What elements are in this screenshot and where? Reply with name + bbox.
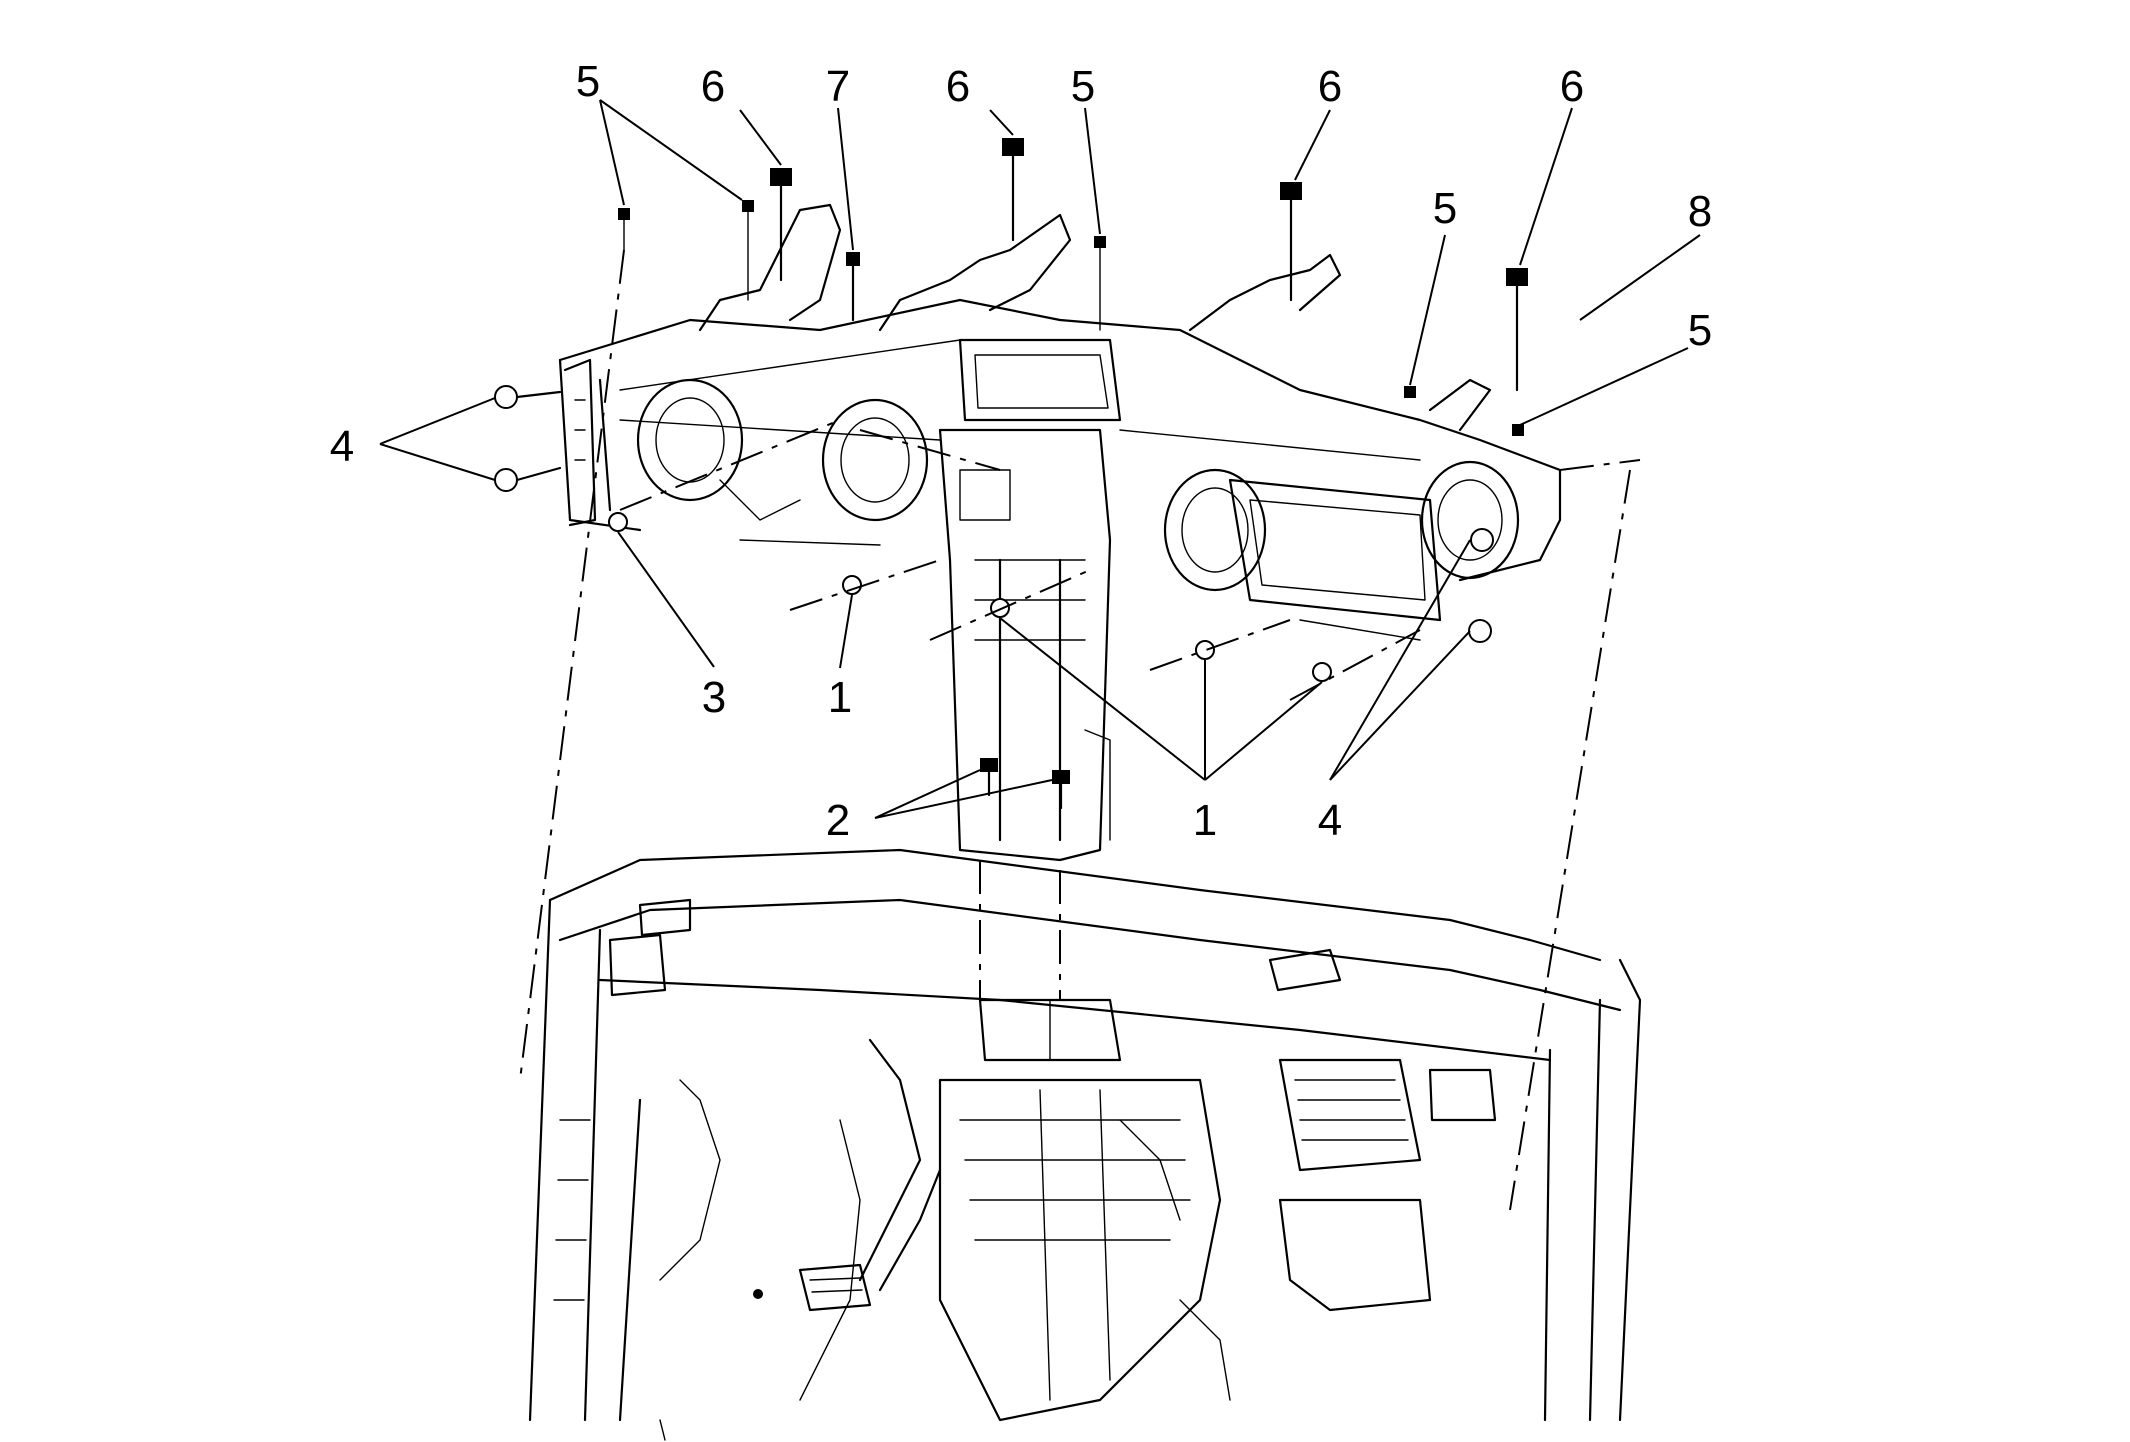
bolt-icon [494, 385, 562, 409]
nut-icon [842, 575, 862, 595]
screw-icon [618, 208, 630, 251]
callout-8: 8 [1688, 187, 1712, 236]
leader-lines [379, 99, 1701, 819]
fasteners [494, 138, 1528, 810]
screw-icon [1404, 386, 1416, 398]
callout-5: 5 [1688, 306, 1712, 355]
screw-icon [1094, 236, 1106, 331]
instrument-panel-carrier [558, 203, 1562, 862]
nut-icon [1195, 640, 1215, 660]
callout-6: 6 [1318, 62, 1342, 111]
bolt-icon [1506, 268, 1528, 392]
nut-icon [608, 512, 628, 532]
callout-6: 6 [1560, 62, 1584, 111]
alignment-lines [519, 249, 1641, 1211]
callout-6: 6 [701, 62, 725, 111]
vehicle-body-and-hvac-module [528, 848, 1642, 1441]
nut-icon [1312, 662, 1332, 682]
callout-4: 4 [1318, 796, 1342, 845]
callout-4: 4 [330, 422, 354, 471]
callout-5: 5 [1433, 184, 1457, 233]
bolt-icon [1280, 182, 1302, 302]
bolt-icon [1468, 619, 1492, 643]
callout-5: 5 [576, 57, 600, 106]
callout-2: 2 [826, 796, 850, 845]
bolt-icon [1002, 138, 1024, 242]
callout-3: 3 [702, 673, 726, 722]
callout-labels: 5 6 7 6 5 6 6 5 8 5 4 3 1 2 1 4 [330, 57, 1712, 845]
callout-1: 1 [828, 673, 852, 722]
callout-1: 1 [1193, 796, 1217, 845]
nut-icon [990, 598, 1010, 618]
callout-7: 7 [826, 62, 850, 111]
bolt-icon [846, 252, 860, 322]
bolt-icon [1052, 770, 1070, 810]
bolt-icon [980, 758, 998, 797]
bolt-icon [770, 168, 792, 282]
callout-6: 6 [946, 62, 970, 111]
screw-icon [1512, 424, 1524, 436]
callout-5: 5 [1071, 62, 1095, 111]
screw-icon [742, 200, 754, 301]
bolt-icon [1470, 528, 1494, 552]
bolt-icon [494, 466, 562, 492]
